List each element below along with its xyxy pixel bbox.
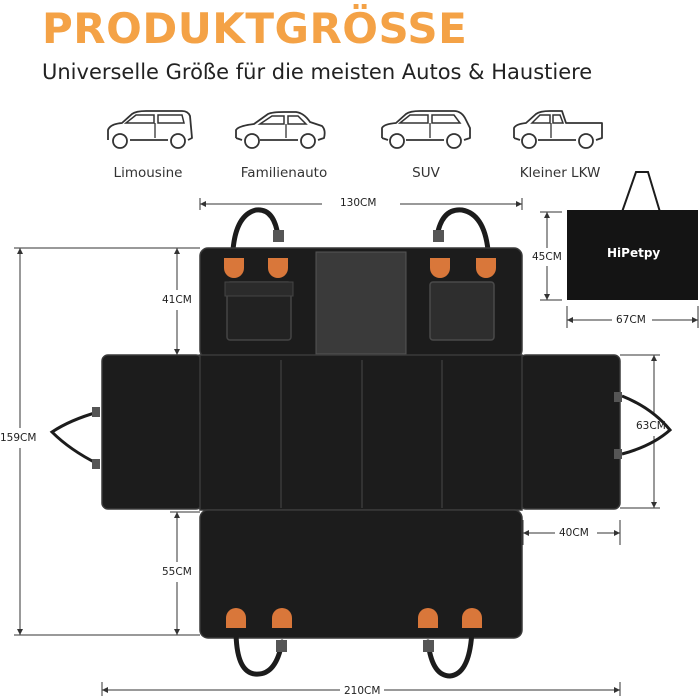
- buckle-icon: [423, 640, 434, 652]
- buckle-icon: [614, 392, 622, 402]
- page-title: PRODUKTGRÖSSE: [42, 4, 468, 53]
- vehicle-label-familienauto: Familienauto: [240, 165, 328, 181]
- dim-total-width: 210CM: [344, 685, 381, 697]
- vehicle-label-suv: SUV: [412, 165, 440, 181]
- suv-car-icon: [381, 110, 471, 149]
- bag-handle: [621, 171, 661, 213]
- pocket-flap: [224, 281, 294, 297]
- buckle-icon: [273, 230, 284, 242]
- front-flap: [199, 509, 523, 639]
- vehicle-label-limousine: Limousine: [113, 165, 183, 181]
- dim-top-width: 130CM: [340, 197, 377, 209]
- dim-total-height: 159CM: [0, 432, 37, 444]
- hatchback-car-icon: [107, 110, 193, 149]
- buckle-icon: [92, 407, 100, 417]
- dim-bag-width: 67CM: [616, 314, 646, 326]
- dim-backrest-height: 41CM: [162, 294, 192, 306]
- side-straps: [49, 394, 673, 466]
- buckle-icon: [92, 459, 100, 469]
- bottom-straps: [233, 627, 475, 679]
- page-subtitle: Universelle Größe für die meisten Autos …: [42, 60, 593, 84]
- leather-tabs-bottom: [226, 608, 482, 628]
- left-side-flap: [101, 354, 203, 510]
- sedan-car-icon: [235, 111, 326, 149]
- dim-side-flap-width: 40CM: [559, 527, 589, 539]
- dimension-arrows: [17, 201, 698, 693]
- mesh-window: [315, 251, 407, 355]
- right-side-flap: [519, 354, 621, 510]
- dim-bag-height: 45CM: [532, 251, 562, 263]
- storage-bag: [567, 210, 698, 300]
- pickup-truck-icon: [513, 110, 603, 149]
- leather-tabs-top: [224, 258, 496, 278]
- seat-quilt-lines: [280, 360, 443, 508]
- vehicle-label-kleiner-lkw: Kleiner LKW: [519, 165, 601, 181]
- buckle-icon: [276, 640, 287, 652]
- mesh-pocket: [429, 281, 495, 341]
- seat-panel: [199, 354, 523, 511]
- buckle-icon: [614, 449, 622, 459]
- headrest-straps: [230, 207, 491, 253]
- bag-logo: HiPetpy: [607, 246, 661, 260]
- dim-side-flap-height: 63CM: [636, 420, 666, 432]
- dim-seat-depth: 55CM: [162, 566, 192, 578]
- buckle-icon: [433, 230, 444, 242]
